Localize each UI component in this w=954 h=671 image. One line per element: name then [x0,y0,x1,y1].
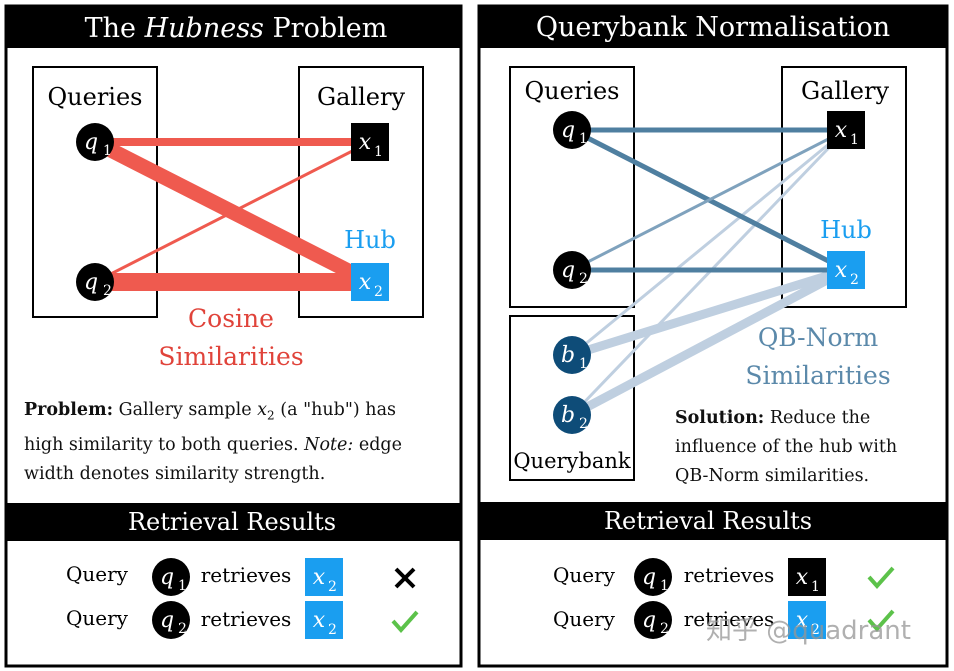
svg-text:2: 2 [660,621,669,637]
right-results-title: Retrieval Results [604,507,812,535]
svg-text:q: q [160,565,174,590]
svg-text:q: q [642,608,656,633]
node-q1: q 1 [76,123,114,161]
svg-text:retrieves: retrieves [201,607,292,631]
svg-text:Query: Query [553,563,616,587]
svg-text:x: x [359,130,372,155]
left-results-title: Retrieval Results [128,508,336,536]
r-hub-label: Hub [820,216,872,244]
rnode-b2: b 2 [553,396,591,434]
solution-note: Solution: Reduce the influence of the hu… [675,408,898,486]
querybank-box [509,315,635,481]
svg-text:retrieves: retrieves [684,563,775,587]
rnode-q2: q 2 [553,251,591,289]
querybank-label: Querybank [513,449,631,473]
svg-text:2: 2 [850,272,859,288]
node-q2: q 2 [76,263,114,301]
cross-icon [394,567,416,589]
hub-label: Hub [344,226,396,254]
svg-text:2: 2 [811,622,820,638]
svg-text:q: q [160,608,174,633]
gallery-box [298,66,424,318]
svg-text:x: x [359,270,372,295]
rq-label: Queries [524,77,619,105]
svg-text:2: 2 [579,271,588,287]
svg-text:x: x [796,608,809,633]
svg-text:1: 1 [850,132,859,148]
cosine-label: Cosine [188,304,274,333]
rnode-x2-hub: x 2 [827,251,865,289]
svg-text:x: x [835,118,848,143]
edge-b1-x2 [570,265,848,360]
rnode-x1: x 1 [827,111,865,149]
qbnorm-label: QB-Norm [758,323,879,352]
right-panel: Querybank Normalisation Queries Gallery … [477,4,949,668]
svg-text:x: x [796,565,809,590]
svg-text:retrieves: retrieves [201,563,292,587]
left-result-row-1: Query q 1 retrieves x 2 [66,558,416,596]
svg-text:1: 1 [579,356,588,372]
watermark: 知乎 @quadrant [706,616,911,646]
svg-text:x: x [313,565,326,590]
svg-text:x: x [835,258,848,283]
left-title-bar [6,6,461,48]
similarities-label: Similarities [158,342,303,371]
node-x1: x 1 [351,123,389,161]
svg-text:b: b [561,403,575,428]
left-result-row-2: Query q 2 retrieves x 2 [66,601,419,639]
left-results-bar [6,503,461,541]
check-icon [867,609,895,633]
right-result-row-2: Query q 2 retrieves x 2 [553,601,895,639]
svg-text:2: 2 [328,622,337,638]
right-results-bar [479,502,947,540]
left-title: The Hubness Problem [85,13,388,44]
svg-text:1: 1 [103,143,112,159]
edge-b1-x1 [571,128,847,357]
svg-text:Query: Query [66,562,129,586]
rg-box [781,66,907,308]
svg-text:2: 2 [103,283,112,299]
svg-text:b: b [561,343,575,368]
svg-text:2: 2 [328,579,337,595]
queries-label: Queries [47,83,142,111]
right-result-row-1: Query q 1 retrieves x 1 [553,558,895,596]
rq-box [509,66,635,308]
svg-text:Query: Query [66,606,129,630]
svg-text:q: q [561,118,575,143]
edge-q2-x1 [94,140,371,284]
svg-text:2: 2 [579,416,588,432]
svg-text:q: q [84,270,98,295]
rg-label: Gallery [801,77,890,105]
rnode-q1: q 1 [553,111,591,149]
svg-text:1: 1 [811,579,820,595]
qbnorm-sim-label: Similarities [745,361,890,390]
svg-text:2: 2 [178,621,187,637]
queries-box [32,66,158,318]
rnode-b1: b 1 [553,336,591,374]
right-title: Querybank Normalisation [536,12,890,43]
check-icon [391,610,419,634]
svg-text:1: 1 [374,144,383,160]
svg-text:1: 1 [579,131,588,147]
edge-rq2-x1 [571,128,847,272]
svg-text:1: 1 [178,578,187,594]
svg-text:q: q [84,130,98,155]
svg-text:Query: Query [553,607,616,631]
svg-text:q: q [642,565,656,590]
gallery-label: Gallery [317,83,406,111]
svg-text:x: x [313,608,326,633]
node-x2-hub: x 2 [351,263,389,301]
svg-text:q: q [561,258,575,283]
check-icon [867,566,895,590]
edge-b2-x2 [569,266,849,419]
left-panel: The Hubness Problem Queries Gallery q 1 … [4,4,463,668]
svg-text:retrieves: retrieves [684,607,775,631]
problem-note: Problem: Gallery sample x2 (a "hub") has… [24,400,402,484]
svg-text:2: 2 [374,284,383,300]
svg-text:1: 1 [660,578,669,594]
right-title-bar [479,6,947,48]
